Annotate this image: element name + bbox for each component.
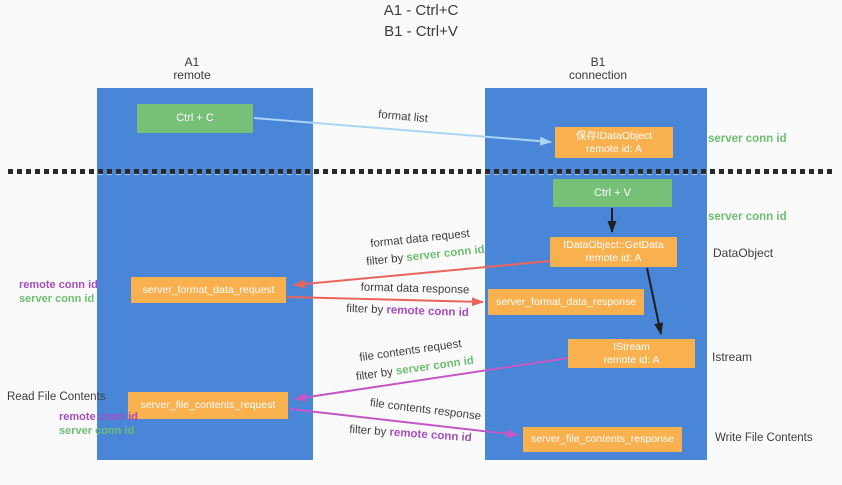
format-data-response-label: format data response (360, 281, 470, 297)
ctrl-v-label: Ctrl + V (594, 186, 631, 199)
server-file-contents-request-box: server_file_contents_request (128, 392, 288, 419)
section-divider-dotted-line (8, 169, 834, 174)
istream-line1: IStream (613, 340, 650, 353)
left-conn-ids-bottom: remote conn id server conn id (59, 410, 138, 438)
lifeline-right-subtitle: connection (568, 68, 628, 82)
server-conn-id-label-mid: server conn id (708, 211, 787, 223)
getdata-box: IDataObject::GetData remote id: A (550, 237, 677, 267)
write-file-contents-label: Write File Contents (715, 432, 813, 444)
server-file-contents-response-label: server_file_contents_response (530, 433, 674, 445)
file-contents-response-filter-label: filter by remote conn id (333, 423, 488, 446)
istream-line2: remote id: A (603, 353, 660, 366)
server-conn-id-label-left-top: server conn id (19, 293, 95, 305)
filter-remote-conn-id: remote conn id (389, 426, 473, 445)
file-contents-response-label: file contents response (369, 397, 482, 423)
getdata-line1: IDataObject::GetData (563, 239, 664, 251)
left-conn-ids-top: remote conn id server conn id (19, 278, 98, 306)
ctrl-v-box: Ctrl + V (553, 179, 672, 207)
save-dataobject-box: 保存IDataObject remote id: A (555, 127, 673, 158)
filter-by-text: filter by (365, 252, 408, 269)
title-line-1: A1 - Ctrl+C (383, 2, 459, 19)
save-dataobject-line1: 保存IDataObject (575, 129, 653, 142)
server-conn-id-label-left-bottom: server conn id (59, 425, 135, 437)
format-list-label: format list (377, 108, 429, 126)
server-format-data-response-label: server_format_data_response (495, 295, 637, 308)
server-format-data-request-label: server_format_data_request (142, 283, 275, 296)
server-file-contents-request-label: server_file_contents_request (140, 399, 276, 411)
diagram-title: A1 - Ctrl+C B1 - Ctrl+V (0, 0, 842, 42)
server-format-data-response-box: server_format_data_response (488, 289, 644, 315)
format-data-response-arrow (286, 296, 484, 307)
ctrl-c-box: Ctrl + C (137, 104, 253, 133)
lifeline-header-right: B1 connection (523, 56, 673, 82)
save-dataobject-line2: remote id: A (585, 142, 643, 155)
server-conn-id-label-top: server conn id (708, 133, 787, 145)
filter-server-conn-id: server conn id (395, 354, 475, 378)
filter-by-text: filter by (355, 365, 397, 384)
format-data-response-filter-label: filter by remote conn id (330, 302, 485, 319)
filter-by-text: filter by (348, 423, 390, 439)
lifeline-left-subtitle: remote (173, 68, 211, 82)
ctrl-c-label: Ctrl + C (176, 112, 214, 124)
title-line-2: B1 - Ctrl+V (384, 23, 458, 40)
filter-by-text: filter by (345, 302, 387, 317)
lifeline-left-name: A1 (184, 55, 200, 69)
lifeline-right-name: B1 (590, 55, 606, 69)
istream-box: IStream remote id: A (568, 339, 695, 368)
server-file-contents-response-box: server_file_contents_response (523, 427, 682, 452)
lifeline-header-left: A1 remote (117, 56, 267, 82)
remote-conn-id-label-top: remote conn id (19, 279, 98, 291)
istream-side-label: Istream (712, 350, 753, 364)
getdata-line2: remote id: A (585, 252, 642, 264)
server-format-data-request-box: server_format_data_request (131, 277, 286, 303)
filter-remote-conn-id: remote conn id (386, 304, 470, 320)
filter-server-conn-id: server conn id (405, 243, 486, 264)
dataobject-label: DataObject (713, 246, 774, 260)
read-file-contents-label: Read File Contents (7, 391, 106, 403)
remote-conn-id-label-bottom: remote conn id (59, 411, 138, 423)
